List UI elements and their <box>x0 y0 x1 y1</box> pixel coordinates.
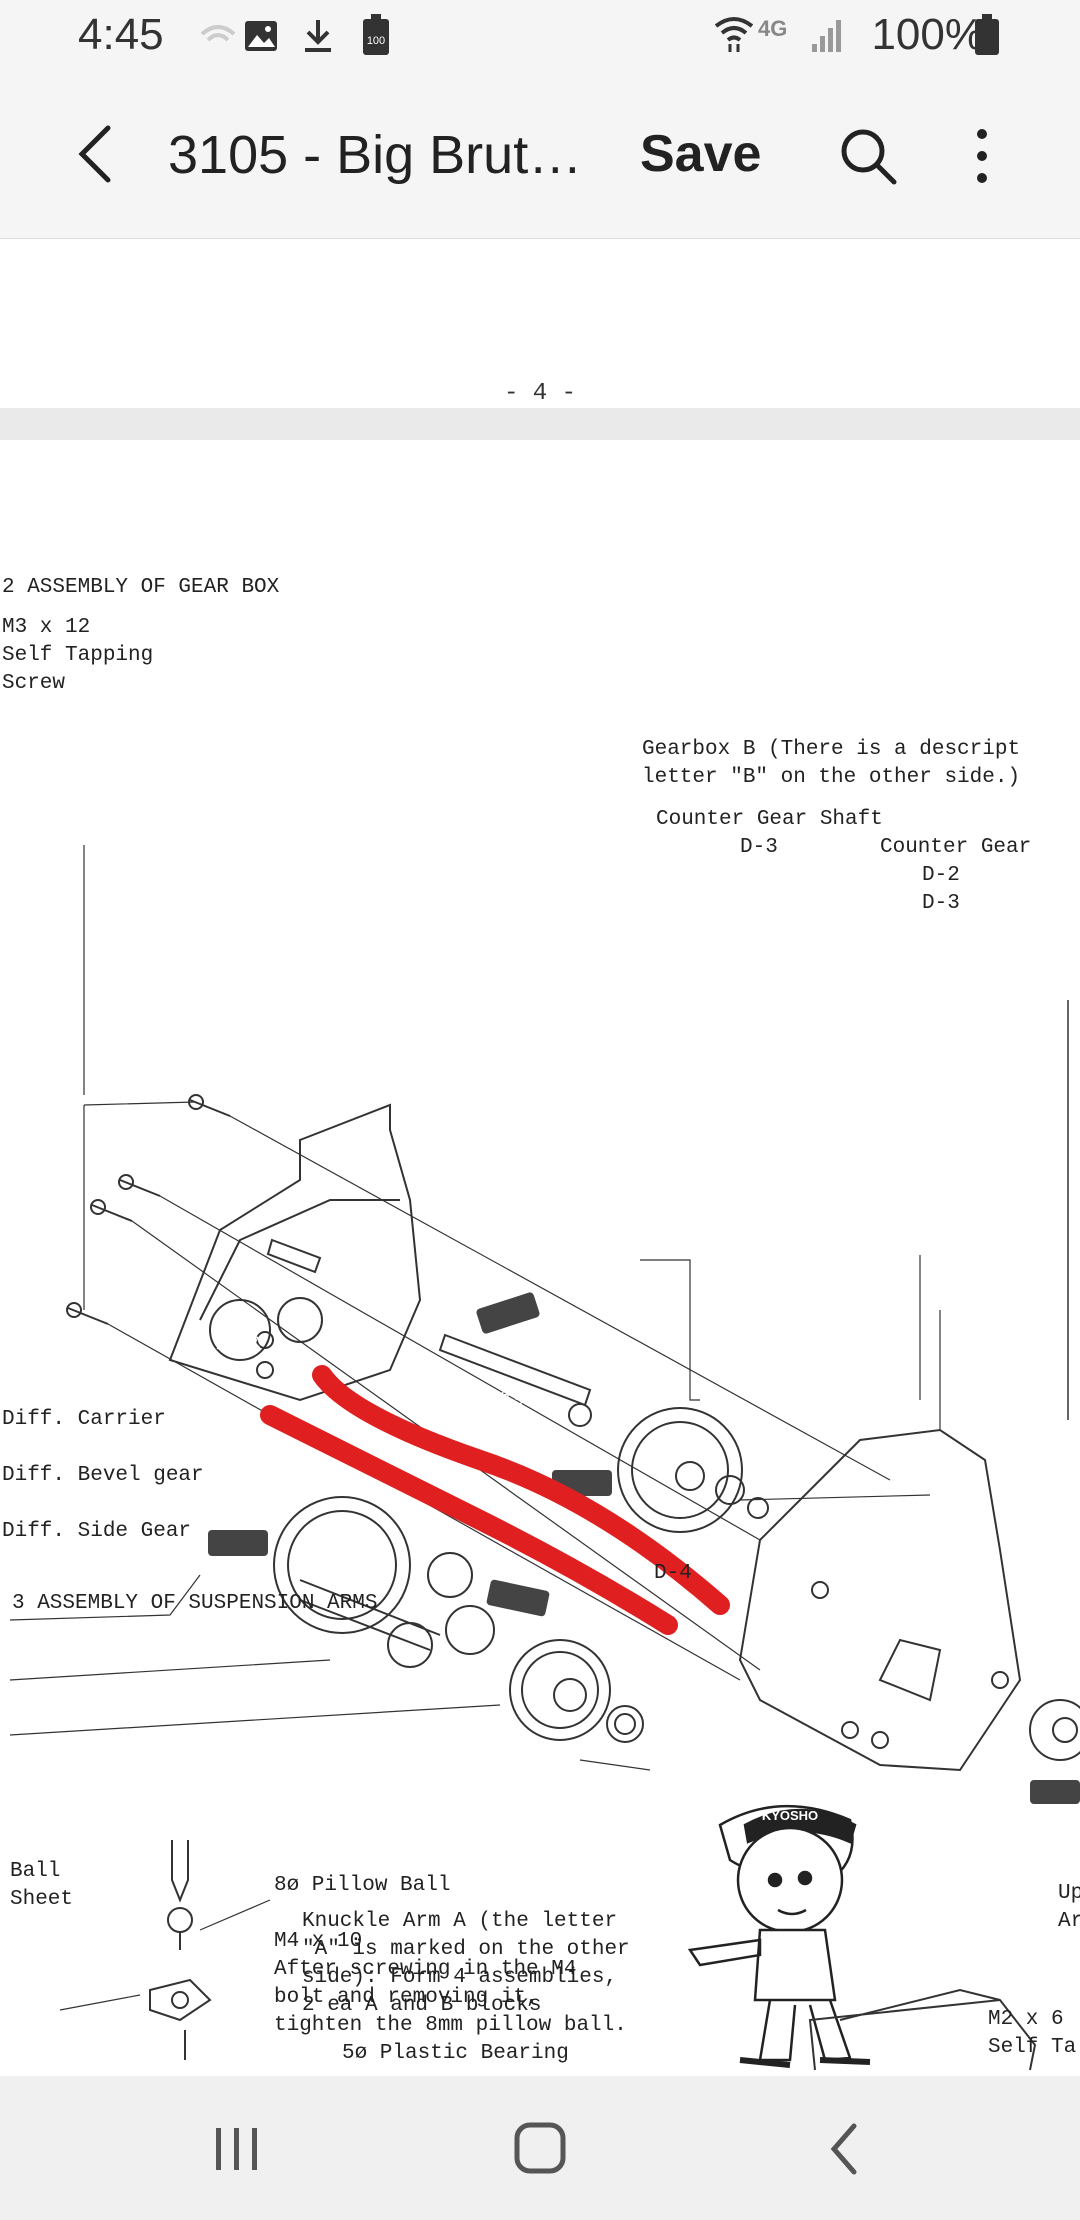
m4-note-line-2: After screwing in the M4 <box>274 1958 577 1981</box>
screw-label-line-3: Screw <box>2 672 66 695</box>
d2-label: D-2 <box>922 864 960 887</box>
gearbox-b-label-line-2: letter "B" on the other side.) <box>642 766 1021 789</box>
knuckle-note-line-4: 2 ea A and B blocks <box>302 1994 542 2017</box>
gallery-icon <box>245 21 277 51</box>
battery-saver-icon: 100 <box>363 14 389 55</box>
pdf-page-current: KYOSHO 2 ASSEMBLY OF GEAR BOX M3 x 12 Se… <box>0 440 1080 2076</box>
m2-note-line-1: M2 x 6 <box>988 2008 1064 2031</box>
download-icon <box>305 20 331 52</box>
ball-sheet-label-line-2: Sheet <box>10 1888 74 1911</box>
upper-arm-label-line-1: Up <box>1058 1882 1080 1905</box>
wifi-off-icon <box>200 25 236 42</box>
battery-saver-label: 100 <box>367 35 385 47</box>
suspension-arm-parts <box>808 1988 1037 2071</box>
screw-label-line-1: M3 x 12 <box>2 616 91 639</box>
d3-label-gear: D-3 <box>922 892 960 915</box>
screws <box>66 1094 231 1325</box>
status-bar: 4:45 100 4G 100% <box>0 0 1080 72</box>
knuckle-note-line-3: side): Form 4 assemblies, <box>302 1966 618 1989</box>
knuckle-note-line-1: Knuckle Arm A (the letter <box>302 1910 618 1933</box>
plastic-bearing-label: 5ø Plastic Bearing <box>342 2042 569 2065</box>
back-arrow-icon[interactable] <box>70 122 122 186</box>
grease-label-3: グリス <box>214 1335 263 1353</box>
m4-note-line-4: tighten the 8mm pillow ball. <box>274 2014 627 2037</box>
grease-label-2: グリス <box>560 1275 609 1293</box>
page-number: - 4 - <box>503 380 576 407</box>
diff-side-gear-label: Diff. Side Gear <box>2 1520 192 1543</box>
search-icon[interactable] <box>838 126 898 186</box>
upper-arm-label-line-2: Ar <box>1058 1910 1080 1933</box>
d4-label: D-4 <box>654 1562 692 1585</box>
counter-gear-label: Counter Gear <box>880 836 1032 859</box>
battery-level: 100% <box>871 10 984 59</box>
knuckle-note-line-2: "A" is marked on the other <box>302 1938 630 1961</box>
page-separator <box>0 408 1080 440</box>
home-icon[interactable] <box>514 2122 566 2174</box>
wifi-icon <box>714 17 754 52</box>
save-button[interactable]: Save <box>640 125 762 183</box>
grease-tubes <box>208 1292 1080 1804</box>
d3-label-shaft: D-3 <box>740 836 778 859</box>
battery-icon <box>975 14 999 55</box>
grease-label-1: グリス <box>492 1105 541 1123</box>
m2-note-line-2: Self Ta <box>988 2036 1077 2059</box>
navigation-bar <box>0 2076 1080 2220</box>
m4-note-line-3: bolt and removing it, <box>274 1986 539 2009</box>
document-viewer[interactable]: - 4 - <box>0 240 1080 2076</box>
screw-label-line-2: Self Tapping <box>2 644 154 667</box>
system-back-icon[interactable] <box>826 2122 862 2176</box>
more-options-icon[interactable] <box>968 126 996 186</box>
diff-side-gear <box>509 1639 611 1741</box>
pdf-page-previous: - 4 - <box>0 240 1080 408</box>
m4-note-line-1: M4 x 10 <box>274 1930 363 1953</box>
signal-icon <box>812 20 841 52</box>
document-title: 3105 - Big Brut… <box>168 125 583 185</box>
diff-carrier-label: Diff. Carrier <box>2 1408 166 1431</box>
ball-sheet-label-line-1: Ball <box>10 1860 61 1883</box>
recent-apps-icon[interactable] <box>212 2126 262 2172</box>
gearbox-exploded-diagram: KYOSHO <box>9 845 1080 2071</box>
diff-carrier <box>273 1496 411 1634</box>
gearbox-b-housing <box>738 1428 1022 1772</box>
red-markup-strokes <box>260 1365 730 1635</box>
section-3-heading: 3 ASSEMBLY OF SUSPENSION ARMS <box>12 1592 378 1615</box>
mascot-cap-label: KYOSHO <box>762 1808 818 1823</box>
gearbox-a-housing <box>168 1103 422 1402</box>
status-time: 4:45 <box>78 10 164 59</box>
gearbox-b-label-line-1: Gearbox B (There is a descript <box>642 738 1021 761</box>
counter-gear-shaft-label: Counter Gear Shaft <box>656 808 883 831</box>
kyosho-mascot-illustration: KYOSHO <box>687 1805 871 2068</box>
diff-bevel-gear-label: Diff. Bevel gear <box>2 1464 204 1487</box>
pillow-ball-label: 8ø Pillow Ball <box>274 1874 451 1897</box>
app-bar: 3105 - Big Brut… Save <box>0 72 1080 239</box>
grease-label-4: グリス <box>496 1391 545 1409</box>
section-2-heading: 2 ASSEMBLY OF GEAR BOX <box>2 576 280 599</box>
counter-gear <box>617 1407 743 1533</box>
network-type: 4G <box>758 16 788 41</box>
